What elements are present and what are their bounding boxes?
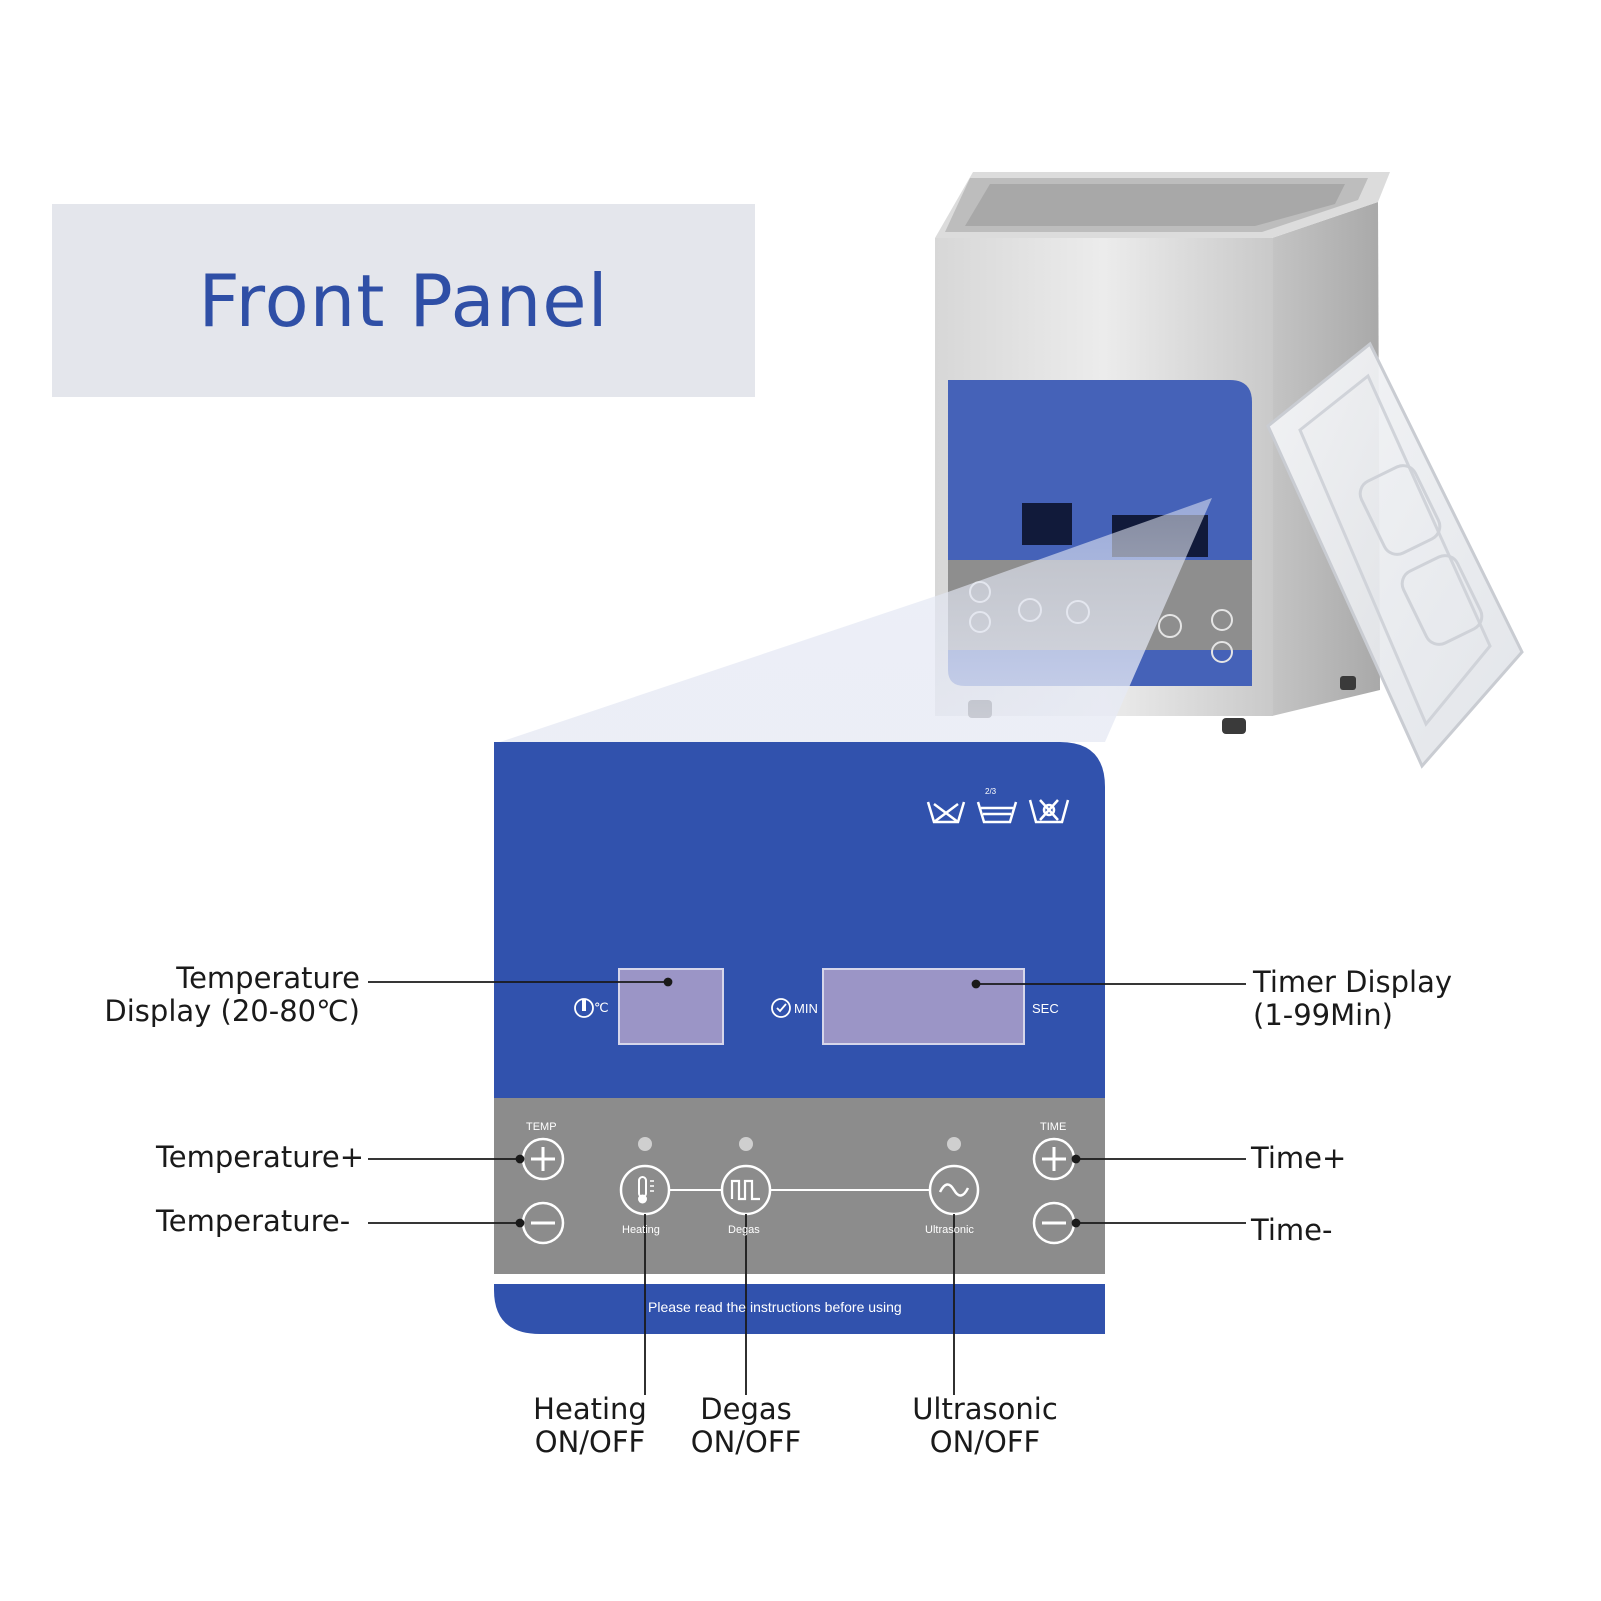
pulse-wave-icon bbox=[730, 1179, 760, 1201]
callout-degas-line1: Degas bbox=[700, 1392, 792, 1426]
lid-illustration bbox=[1266, 341, 1524, 769]
callout-heating-line1: Heating bbox=[533, 1392, 647, 1426]
ultrasonic-led bbox=[947, 1137, 961, 1151]
callout-time-plus: Time+ bbox=[1251, 1141, 1347, 1175]
time-group-label: TIME bbox=[1040, 1121, 1067, 1133]
temp-group-label: TEMP bbox=[526, 1121, 557, 1133]
zoom-beam bbox=[500, 498, 1212, 742]
sine-wave-icon bbox=[938, 1183, 970, 1197]
page-title: Front Panel bbox=[198, 258, 609, 343]
temp-unit-label: ℃ bbox=[594, 1000, 609, 1015]
timer-display bbox=[822, 968, 1025, 1045]
callout-ultrasonic-line2: ON/OFF bbox=[929, 1425, 1041, 1459]
water-level-icon bbox=[976, 801, 1018, 824]
callout-heating-line2: ON/OFF bbox=[534, 1425, 646, 1459]
callout-temperature-display-line2: Display (20-80℃) bbox=[104, 994, 360, 1028]
callout-lines bbox=[368, 977, 1246, 1395]
callout-temperature-minus: Temperature- bbox=[156, 1204, 351, 1238]
callout-time-minus: Time- bbox=[1251, 1213, 1333, 1247]
clock-icon bbox=[771, 998, 791, 1018]
callout-temperature-display: Temperature Display (20-80℃) bbox=[90, 962, 360, 1028]
sec-label: SEC bbox=[1032, 1001, 1059, 1016]
min-label: MIN bbox=[794, 1001, 818, 1016]
callout-timer-display-line2: (1-99Min) bbox=[1253, 998, 1393, 1032]
care-icons bbox=[926, 799, 1070, 824]
panel-button-strip bbox=[494, 1098, 1105, 1274]
callout-temperature-plus: Temperature+ bbox=[156, 1140, 364, 1174]
degas-led bbox=[739, 1137, 753, 1151]
callout-timer-display: Timer Display (1-99Min) bbox=[1253, 966, 1452, 1032]
callout-ultrasonic: Ultrasonic ON/OFF bbox=[895, 1393, 1075, 1459]
callout-temperature-display-line1: Temperature bbox=[176, 961, 360, 995]
heating-icon bbox=[638, 1176, 654, 1204]
water-level-mark: 2/3 bbox=[985, 787, 997, 796]
no-wash-icon bbox=[926, 801, 966, 824]
no-water-heat-icon bbox=[1028, 799, 1070, 824]
heating-led bbox=[638, 1137, 652, 1151]
panel-blue-footer bbox=[494, 1284, 1105, 1334]
panel-footer-text: Please read the instructions before usin… bbox=[648, 1299, 902, 1315]
heating-button-label: Heating bbox=[622, 1224, 660, 1236]
callout-timer-display-line1: Timer Display bbox=[1253, 965, 1453, 999]
callout-degas-line2: ON/OFF bbox=[690, 1425, 802, 1459]
callout-ultrasonic-line1: Ultrasonic bbox=[912, 1392, 1058, 1426]
thermometer-icon bbox=[574, 998, 594, 1018]
ultrasonic-button-label: Ultrasonic bbox=[925, 1224, 974, 1236]
ultrasonic-button[interactable] bbox=[928, 1164, 980, 1216]
time-plus-button[interactable] bbox=[1032, 1137, 1076, 1181]
temp-plus-button[interactable] bbox=[521, 1137, 565, 1181]
callout-heating: Heating ON/OFF bbox=[520, 1393, 660, 1459]
degas-button-label: Degas bbox=[728, 1224, 760, 1236]
callout-degas: Degas ON/OFF bbox=[676, 1393, 816, 1459]
degas-button[interactable] bbox=[720, 1164, 772, 1216]
temp-minus-button[interactable] bbox=[521, 1201, 565, 1245]
heating-button[interactable] bbox=[619, 1164, 671, 1216]
title-banner: Front Panel bbox=[52, 204, 755, 397]
enlarged-panel bbox=[494, 742, 1105, 1334]
time-minus-button[interactable] bbox=[1032, 1201, 1076, 1245]
